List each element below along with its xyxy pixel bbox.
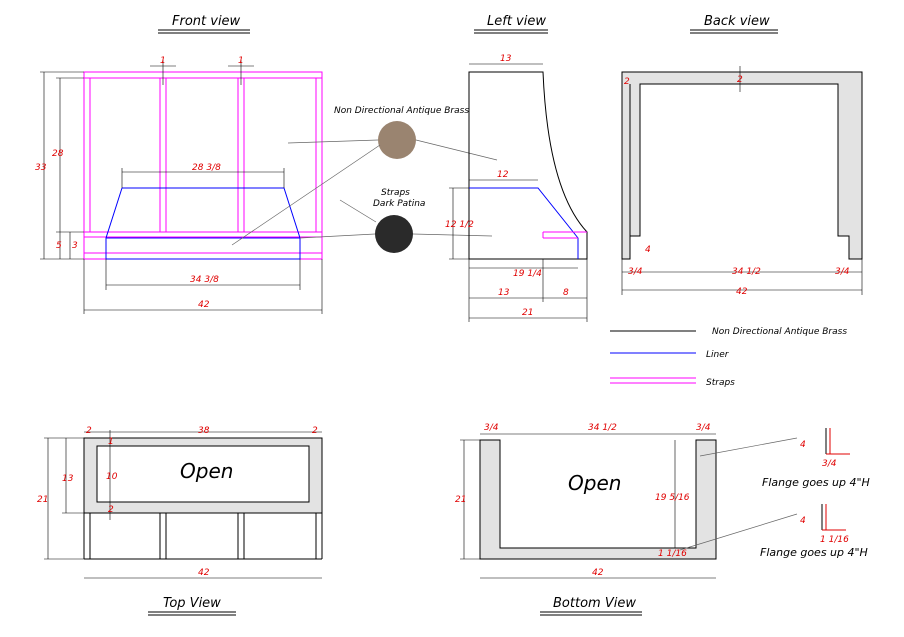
brass-callout-label: Non Directional Antique Brass <box>334 106 469 116</box>
dim-bottom-width: 42 <box>592 568 604 578</box>
front-dimension-lines <box>40 60 323 314</box>
top-view-title: Top View <box>163 596 221 611</box>
dim-bottom-height: 21 <box>455 495 466 505</box>
dim-3: 3 <box>72 241 78 251</box>
flange-2-height: 4 <box>800 516 806 526</box>
top-lower-panels <box>83 513 323 560</box>
dim-bottom-right: 3/4 <box>696 423 711 433</box>
dim-top-13: 13 <box>62 474 74 484</box>
dim-liner-12: 12 <box>497 170 509 180</box>
legend: Non Directional Antique Brass Liner Stra… <box>610 327 847 388</box>
dim-top-21: 21 <box>37 495 48 505</box>
top-dimension-lines <box>44 430 322 579</box>
back-frame <box>621 71 863 260</box>
dim-strap-width-right: 1 <box>238 56 244 66</box>
dim-bottom-inner-h: 19 5/16 <box>655 493 690 503</box>
brass-swatch <box>378 121 416 159</box>
dim-bottom-left: 3/4 <box>484 423 499 433</box>
flange-detail-1: 4 3/4 Flange goes up 4"H <box>762 428 870 489</box>
flange-2-note: Flange goes up 4"H <box>760 546 868 559</box>
dim-liner-height: 12 1/2 <box>445 220 474 230</box>
callouts: Non Directional Antique Brass Straps Dar… <box>231 106 498 253</box>
dim-height-33: 33 <box>35 163 47 173</box>
dim-bottom-inner: 34 1/2 <box>588 423 617 433</box>
back-view: Back view 2 2 4 3/4 34 1/2 3/4 42 <box>621 14 863 297</box>
left-view-title: Left view <box>487 14 546 29</box>
bottom-open-label: Open <box>568 471 621 495</box>
legend-label-liner: Liner <box>706 350 730 360</box>
dim-top-42: 42 <box>198 568 210 578</box>
legend-label-brass: Non Directional Antique Brass <box>712 327 847 337</box>
left-liner <box>469 187 587 259</box>
patina-swatch <box>375 215 413 253</box>
dim-back-left-flange: 3/4 <box>628 267 643 277</box>
bottom-view: Open 3/4 34 1/2 3/4 21 19 5/16 1 1/16 42… <box>455 423 798 616</box>
flange-1-width: 3/4 <box>822 459 837 469</box>
left-view-outline <box>468 71 588 260</box>
dim-back-left: 2 <box>624 77 630 87</box>
dim-top-right: 2 <box>312 426 318 436</box>
dim-back-width: 42 <box>736 287 748 297</box>
patina-callout-label: Dark Patina <box>373 199 425 209</box>
dim-top-10: 10 <box>106 472 118 482</box>
dim-back-top: 2 <box>737 75 743 85</box>
left-dimension-lines <box>449 63 588 322</box>
dim-base-8: 8 <box>563 288 569 298</box>
dim-height-28: 28 <box>52 149 64 159</box>
front-view-title: Front view <box>172 14 241 29</box>
dim-top-left: 2 <box>86 426 92 436</box>
flange-detail-2: 4 1 1/16 Flange goes up 4"H <box>760 504 868 559</box>
dim-back-leg: 4 <box>645 245 651 255</box>
dim-width-42: 42 <box>198 300 210 310</box>
top-view: Open 2 38 2 1 10 2 13 21 42 Top View <box>37 426 323 616</box>
straps-callout-label: Straps <box>381 188 410 198</box>
flange-2-width: 1 1/16 <box>820 535 849 545</box>
dim-back-inner: 34 1/2 <box>732 267 761 277</box>
dim-strap-width-left: 1 <box>160 56 166 66</box>
bottom-view-title: Bottom View <box>553 596 636 611</box>
back-view-title: Back view <box>704 14 770 29</box>
flange-1-height: 4 <box>800 440 806 450</box>
top-open-label: Open <box>180 459 233 483</box>
dim-back-right-flange: 3/4 <box>835 267 850 277</box>
dim-liner-top: 28 3/8 <box>192 163 221 173</box>
front-view: Front view <box>35 14 323 314</box>
dim-5: 5 <box>56 241 62 251</box>
leader-lines <box>231 139 498 246</box>
dim-depth: 19 1/4 <box>513 269 542 279</box>
dim-top-inner-width: 38 <box>198 426 210 436</box>
bottom-dimension-lines <box>460 433 716 579</box>
dim-top-1: 1 <box>108 437 114 447</box>
left-view: Left view 13 12 12 1/2 19 1/4 13 8 21 <box>445 14 588 322</box>
back-dimension-lines <box>621 66 863 295</box>
dim-liner-bottom: 34 3/8 <box>190 275 219 285</box>
liner-outline <box>105 187 301 260</box>
legend-label-straps: Straps <box>706 378 735 388</box>
bottom-frame <box>479 439 717 560</box>
dim-bottom-thickness: 1 1/16 <box>658 549 687 559</box>
flange-leader-lines <box>679 437 798 551</box>
flange-1-note: Flange goes up 4"H <box>762 476 870 489</box>
dim-base-13: 13 <box>498 288 510 298</box>
dim-top-2: 2 <box>108 505 114 515</box>
dim-total-21: 21 <box>522 308 533 318</box>
dim-top-13: 13 <box>500 54 512 64</box>
